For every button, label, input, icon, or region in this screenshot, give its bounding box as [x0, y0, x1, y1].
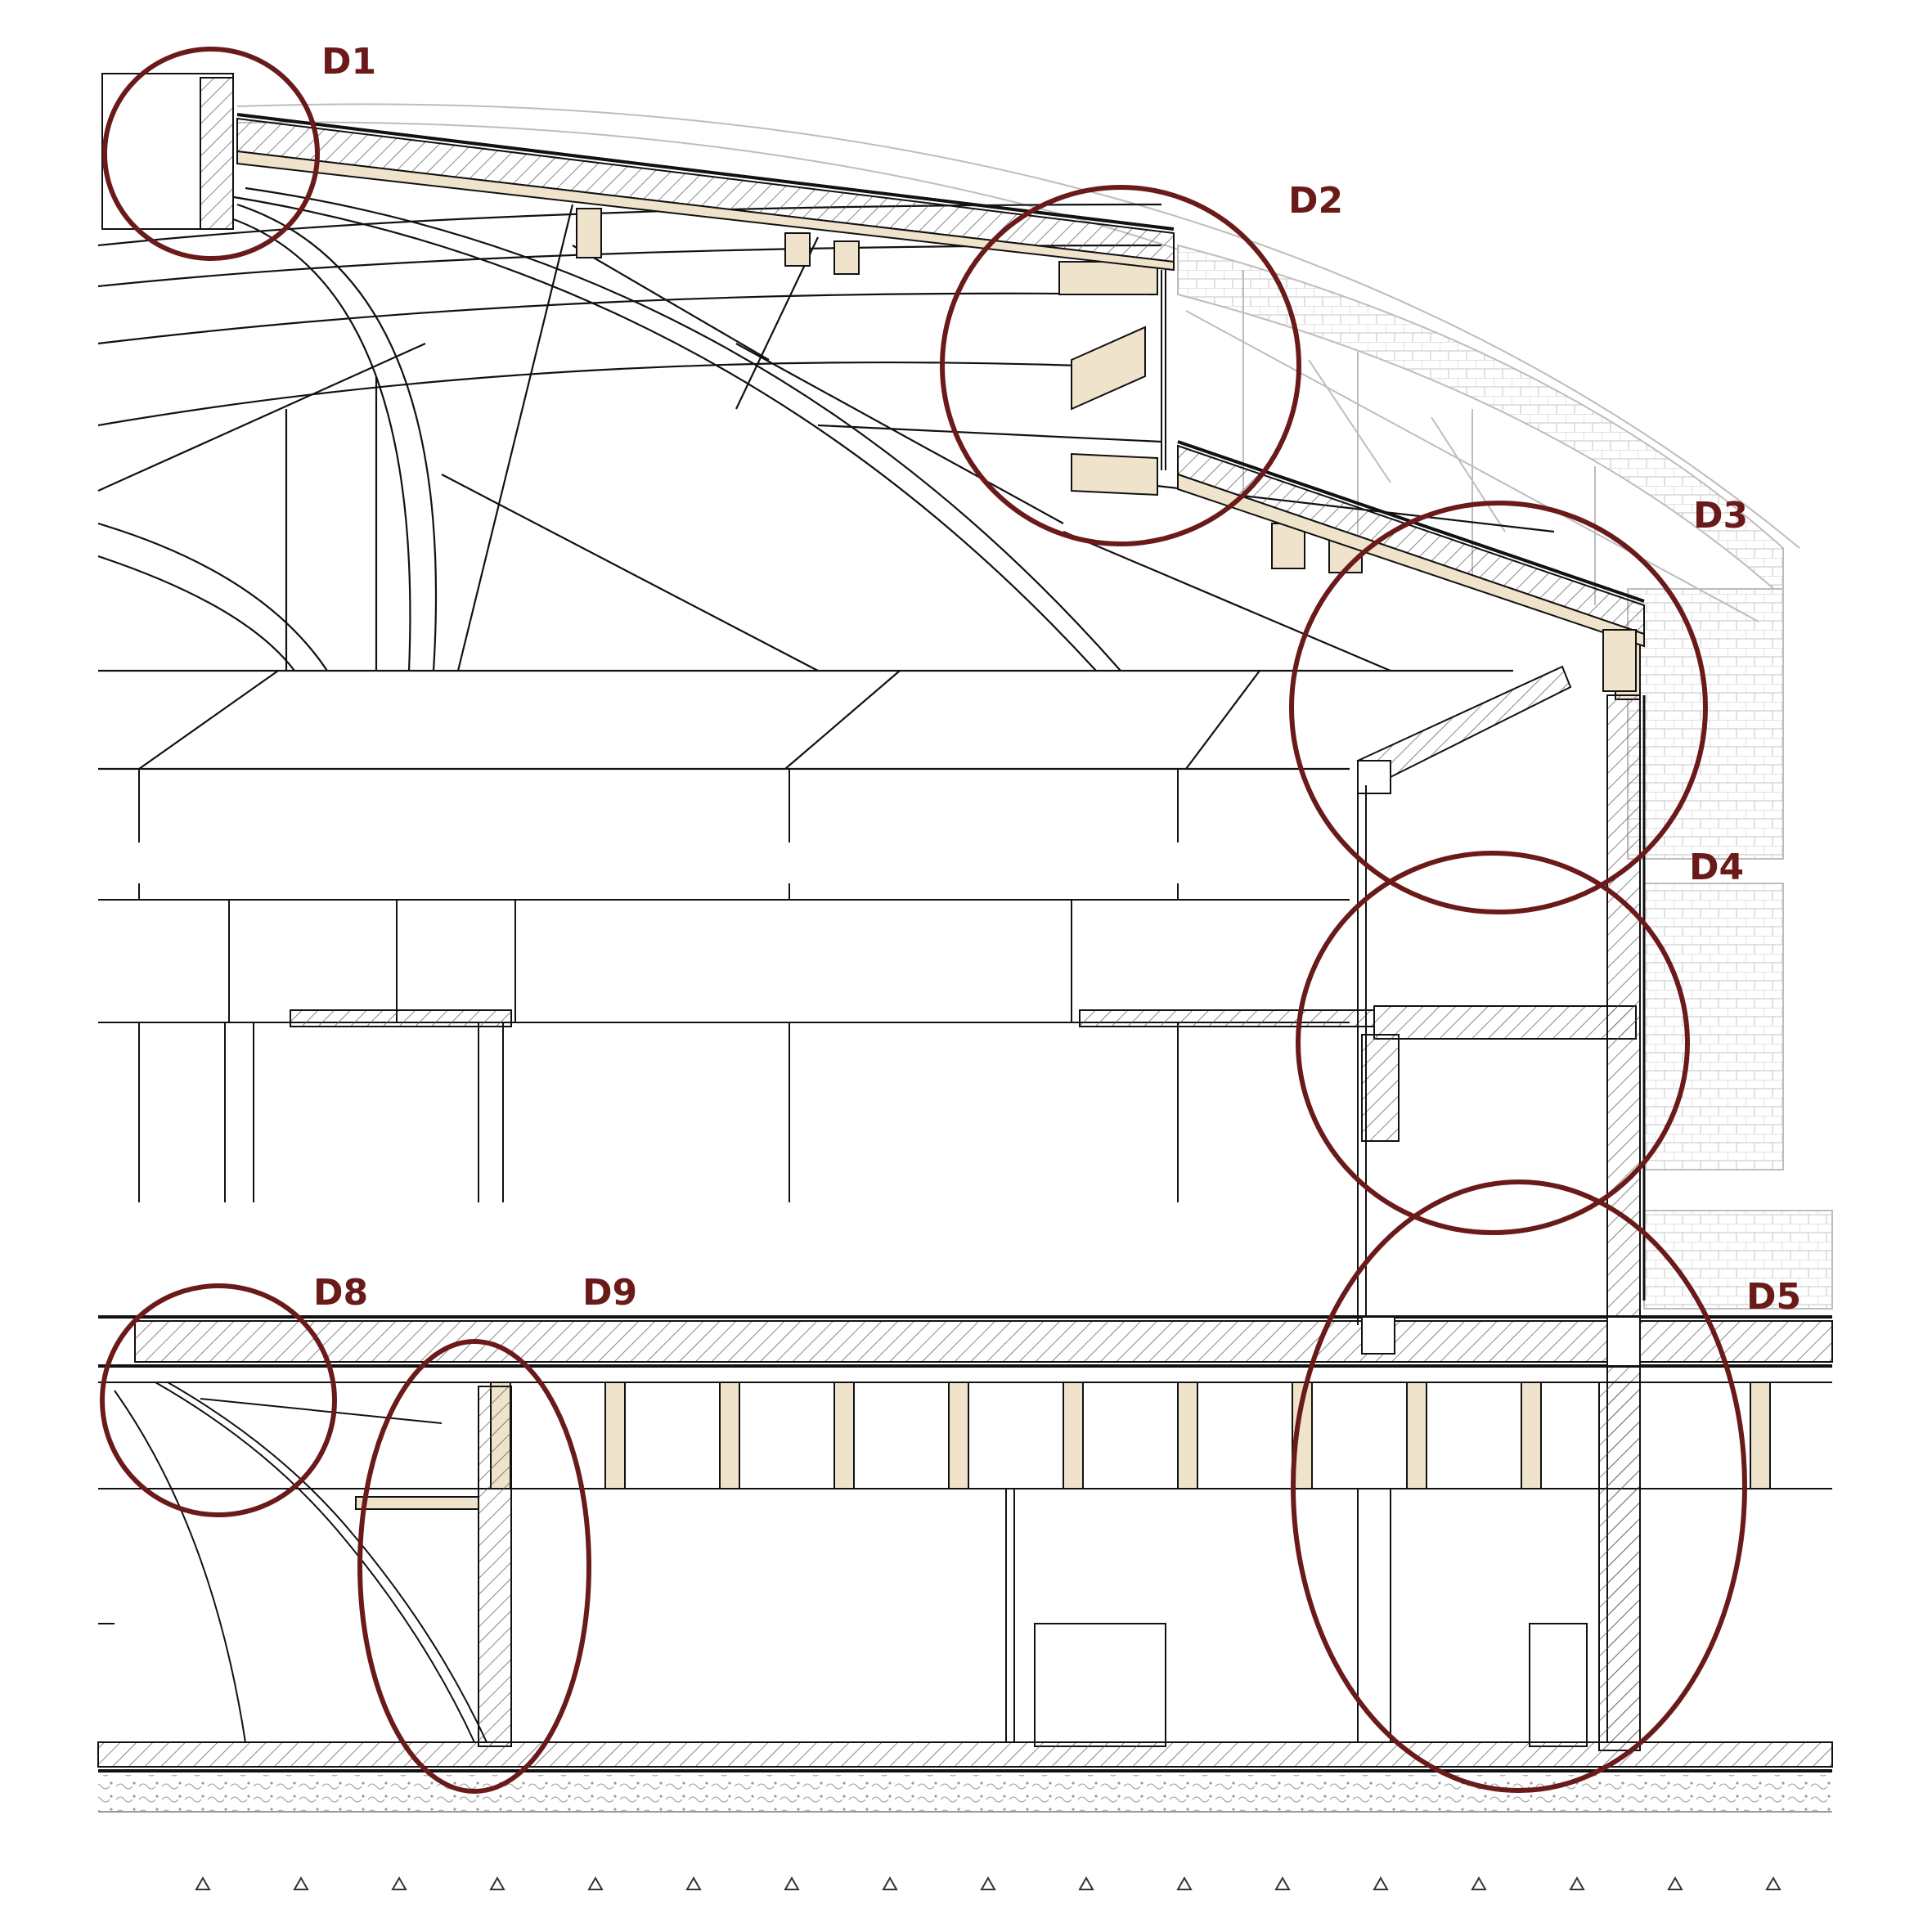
floor-joist: [1177, 1382, 1198, 1489]
soil-triangle: [293, 1876, 309, 1890]
callout-circle-d2[interactable]: [940, 185, 1301, 546]
soil-triangle: [1765, 1876, 1781, 1890]
callout-circle-d8[interactable]: [100, 1283, 337, 1517]
roof-buildup: [101, 73, 1645, 648]
callout-label-d9: D9: [582, 1272, 637, 1314]
floor-joist: [1063, 1382, 1084, 1489]
eave-overhang: [1356, 629, 1637, 794]
dome-background: [236, 103, 1833, 1310]
callout-label-d2: D2: [1288, 180, 1343, 222]
soil-triangle: [980, 1876, 996, 1890]
ground-floor: [98, 1382, 1832, 1751]
soil-triangle: [1373, 1876, 1389, 1890]
soil-triangle: [784, 1876, 800, 1890]
callout-label-d1: D1: [321, 41, 376, 83]
soil-triangle: [1274, 1876, 1291, 1890]
callout-circle-d9[interactable]: [357, 1339, 591, 1794]
callout-label-d4: D4: [1689, 847, 1744, 888]
soil-triangle: [1569, 1876, 1585, 1890]
dome-structure: [97, 186, 1555, 771]
callout-circle-d3[interactable]: [1289, 501, 1708, 914]
floor-joist: [833, 1382, 855, 1489]
soil-hatch: [195, 1876, 1781, 1890]
callout-circle-d1[interactable]: [102, 47, 320, 261]
soil-triangle: [391, 1876, 407, 1890]
callout-label-d8: D8: [313, 1272, 368, 1314]
floor-slab: [98, 1315, 1833, 1383]
floor-joist: [1750, 1382, 1771, 1489]
soil-triangle: [882, 1876, 898, 1890]
roof-timber-blocks: [576, 208, 1641, 700]
floor-joist: [719, 1382, 740, 1489]
soil-triangle: [195, 1876, 211, 1890]
soil-triangle: [489, 1876, 505, 1890]
floor-joist: [1521, 1382, 1542, 1489]
soil-triangle: [1078, 1876, 1094, 1890]
soil-triangle: [1176, 1876, 1193, 1890]
callout-label-d5: D5: [1746, 1276, 1801, 1318]
floor-joists: [490, 1382, 1771, 1489]
soil-triangle: [587, 1876, 604, 1890]
soil-triangle: [1471, 1876, 1487, 1890]
ground-slab: [97, 1741, 1833, 1813]
upper-floor: [98, 769, 1637, 1202]
detail-callouts: [100, 47, 1747, 1794]
floor-joist: [604, 1382, 626, 1489]
callout-circle-d5[interactable]: [1291, 1179, 1747, 1793]
callout-circle-d4[interactable]: [1296, 851, 1690, 1235]
soil-triangle: [685, 1876, 702, 1890]
callout-label-d3: D3: [1693, 495, 1748, 537]
floor-joist: [948, 1382, 969, 1489]
floor-joist: [1406, 1382, 1427, 1489]
soil-triangle: [1667, 1876, 1683, 1890]
